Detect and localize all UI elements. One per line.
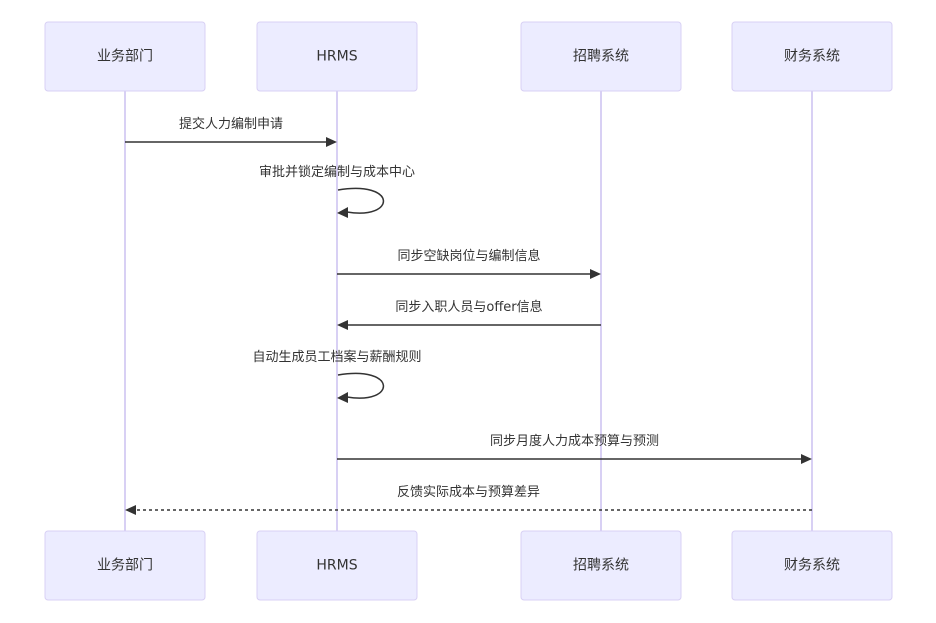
actor-box (256, 530, 418, 601)
actor-recruit-top[interactable]: 招聘系统 (520, 21, 682, 92)
actor-finance-top[interactable]: 财务系统 (731, 21, 893, 92)
self-loop-line (337, 372, 385, 399)
arrowhead-icon (337, 320, 348, 330)
actor-label: HRMS (316, 558, 357, 574)
message-label: 提交人力编制申请 (179, 116, 283, 132)
actor-box (44, 530, 206, 601)
actor-label: 招聘系统 (573, 49, 629, 65)
message-label: 自动生成员工档案与薪酬规则 (252, 350, 421, 365)
actor-box (256, 21, 418, 92)
message-4: 同步入职人员与offer信息 (337, 299, 601, 330)
actor-recruit-bottom[interactable]: 招聘系统 (520, 530, 682, 601)
self-loop-line (337, 187, 385, 214)
message-label: 同步月度人力成本预算与预测 (490, 433, 659, 449)
actor-label: 业务部门 (97, 49, 153, 65)
message-7: 反馈实际成本与预算差异 (125, 485, 812, 515)
actor-box (731, 21, 893, 92)
actor-label: 财务系统 (784, 49, 840, 65)
arrowhead-icon (326, 137, 337, 147)
actor-hrms-bottom[interactable]: HRMS (256, 530, 418, 601)
arrowhead-icon (801, 454, 812, 464)
arrowhead-icon (337, 207, 348, 218)
actor-label: 业务部门 (97, 558, 153, 574)
actor-label: HRMS (316, 49, 357, 65)
message-label: 同步空缺岗位与编制信息 (397, 248, 540, 264)
message-3: 同步空缺岗位与编制信息 (337, 248, 601, 279)
message-label: 同步入职人员与offer信息 (395, 299, 542, 315)
actor-label: 财务系统 (784, 558, 840, 574)
message-5: 自动生成员工档案与薪酬规则 (252, 350, 422, 403)
actor-box (520, 21, 682, 92)
actor-box (44, 21, 206, 92)
actor-label: 招聘系统 (573, 558, 629, 574)
arrowhead-icon (590, 269, 601, 279)
message-2: 审批并锁定编制与成本中心 (259, 164, 415, 218)
actor-box (731, 530, 893, 601)
actor-box (520, 530, 682, 601)
actor-biz-bottom[interactable]: 业务部门 (44, 530, 206, 601)
message-6: 同步月度人力成本预算与预测 (337, 433, 812, 464)
message-label: 审批并锁定编制与成本中心 (259, 164, 415, 180)
actor-hrms-top[interactable]: HRMS (256, 21, 418, 92)
actor-finance-bottom[interactable]: 财务系统 (731, 530, 893, 601)
arrowhead-icon (337, 392, 348, 403)
actor-biz-top[interactable]: 业务部门 (44, 21, 206, 92)
message-1: 提交人力编制申请 (125, 116, 337, 147)
message-label: 反馈实际成本与预算差异 (397, 485, 540, 500)
arrowhead-icon (125, 505, 136, 515)
